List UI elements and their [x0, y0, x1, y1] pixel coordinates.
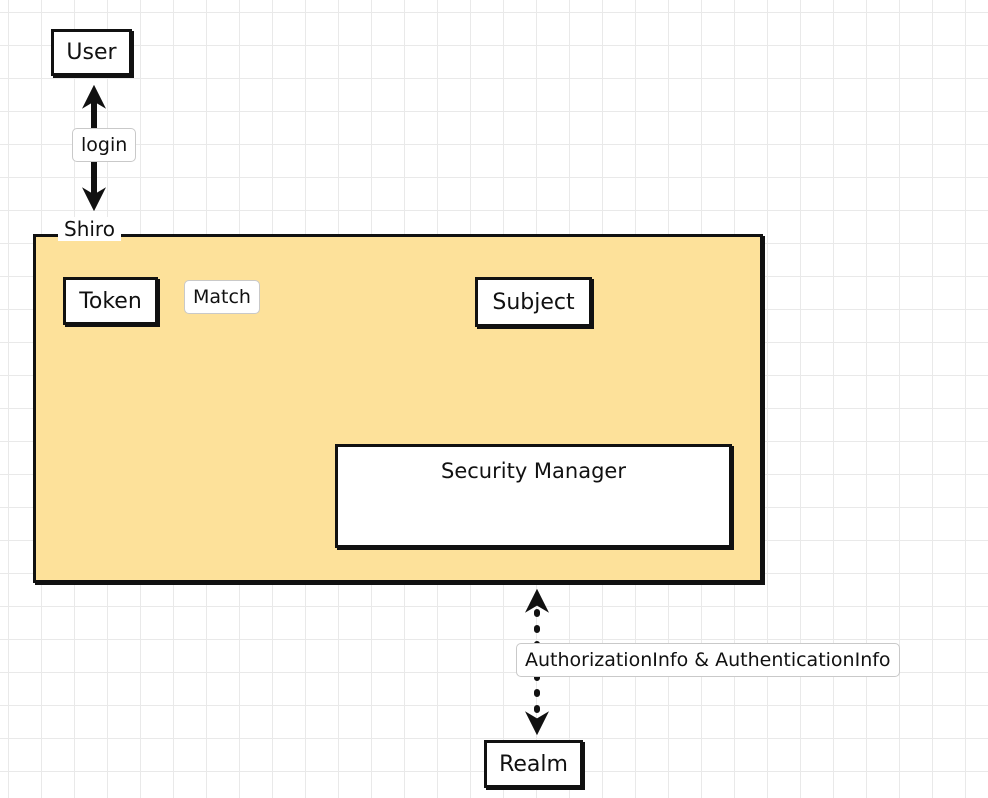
realm-node[interactable]: Realm: [484, 740, 583, 788]
security-manager-title: Security Manager: [441, 459, 626, 483]
match-label: Match: [184, 280, 260, 314]
subject-node[interactable]: Subject: [475, 277, 592, 327]
user-node[interactable]: User: [51, 29, 132, 76]
auth-info-label: AuthorizationInfo & AuthenticationInfo: [516, 643, 900, 677]
login-label: login: [72, 128, 137, 162]
shiro-title: Shiro: [58, 217, 121, 241]
token-node[interactable]: Token: [63, 277, 158, 325]
security-manager-node[interactable]: Security Manager: [335, 444, 732, 548]
